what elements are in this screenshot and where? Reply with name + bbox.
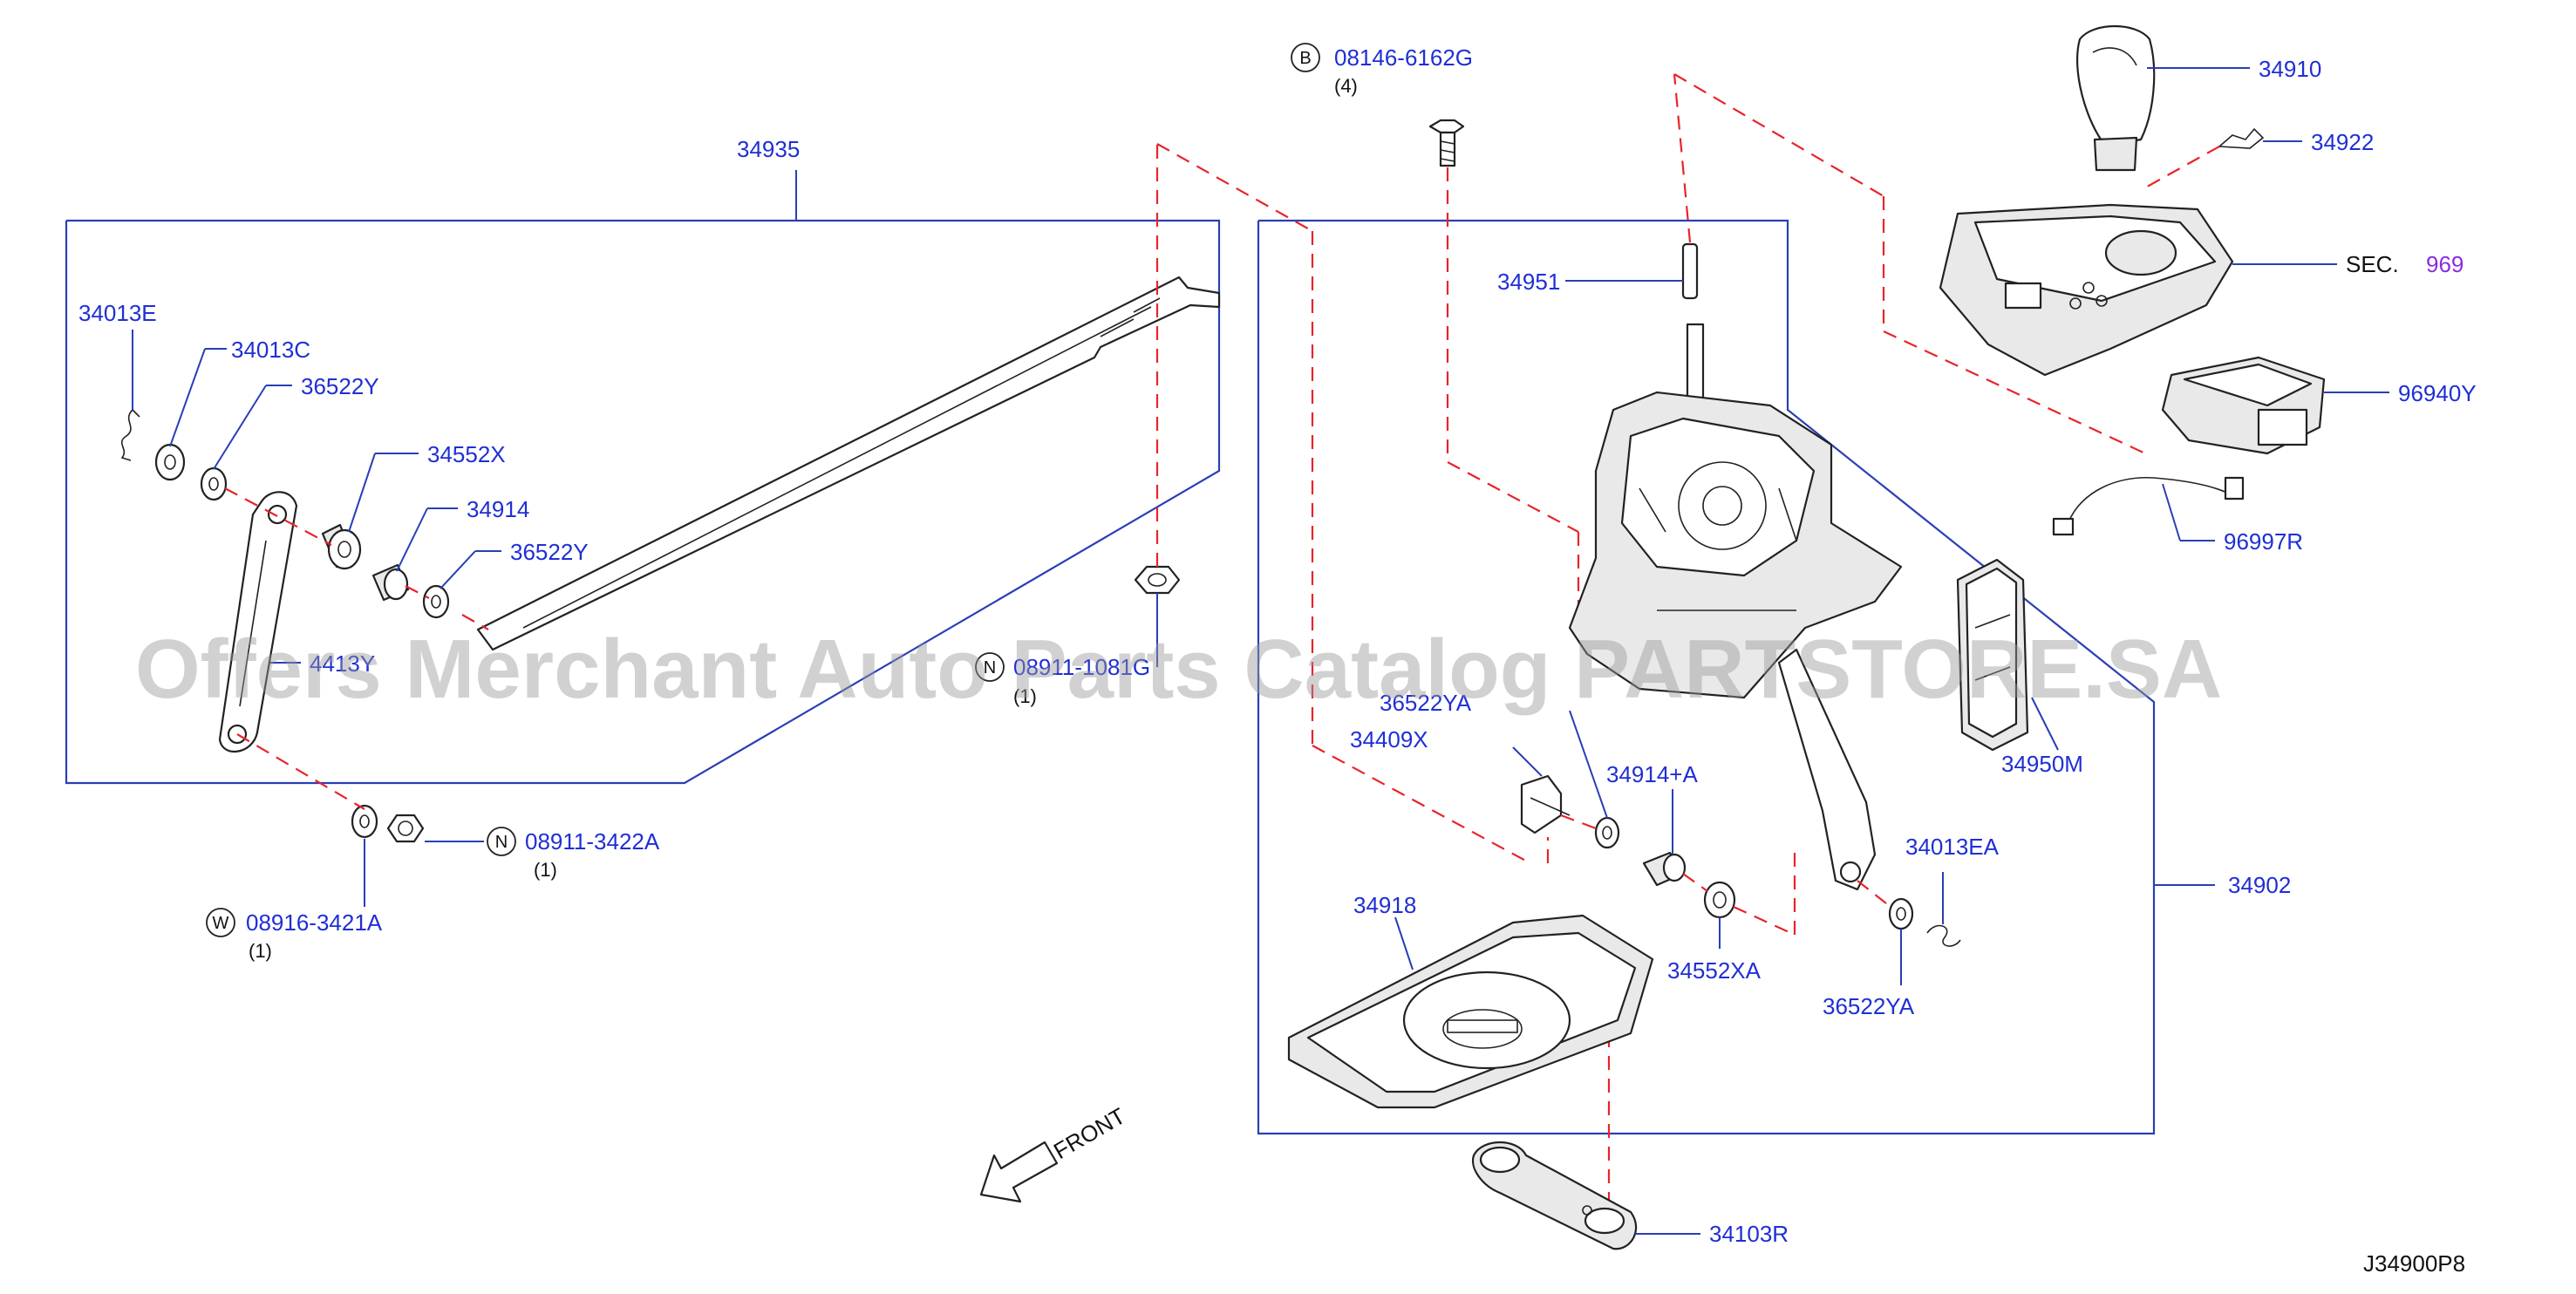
washer-36522YA-upper <box>1594 816 1620 849</box>
svg-text:08146-6162G: 08146-6162G <box>1334 44 1473 71</box>
front-label: FRONT <box>1049 1102 1130 1164</box>
washer-36522Y-2 <box>422 584 450 619</box>
clip-34922 <box>2217 127 2265 149</box>
svg-text:08916-3421A: 08916-3421A <box>246 909 383 936</box>
console-finisher-sec969 <box>1939 203 2234 377</box>
svg-text:N: N <box>984 658 996 678</box>
alignment-lines-left <box>224 487 489 810</box>
label-96940Y: 96940Y <box>2398 380 2477 406</box>
label-34413Y: 4413Y <box>310 650 375 677</box>
svg-text:N: N <box>495 833 508 852</box>
watermark: Offers Merchant Auto Parts Catalog PARTS… <box>135 623 2222 716</box>
fastener-N-08911-3422A: N 08911-3422A (1) <box>487 827 660 881</box>
leaders-left <box>132 330 501 907</box>
label-36522Y-1: 36522Y <box>301 373 379 399</box>
fastener-N-08911-1081G: N 08911-1081G (1) <box>975 652 1150 707</box>
label-34552X: 34552X <box>427 441 506 467</box>
svg-text:(1): (1) <box>534 859 557 881</box>
bushing-34552X <box>321 523 362 570</box>
label-34552XA: 34552XA <box>1667 957 1762 984</box>
collar-34914A <box>1642 851 1687 887</box>
label-sec-969[interactable]: 969 <box>2426 251 2464 277</box>
alignment-lines-right <box>1311 231 1891 1212</box>
indicator-panel-34918 <box>1287 914 1654 1109</box>
label-34013EA: 34013EA <box>1905 834 2000 860</box>
label-34922: 34922 <box>2311 129 2374 155</box>
collar-34914 <box>371 563 410 602</box>
label-34935: 34935 <box>737 136 800 162</box>
label-34918: 34918 <box>1353 892 1416 918</box>
control-rod <box>476 276 1221 651</box>
svg-text:08911-1081G: 08911-1081G <box>1013 654 1150 680</box>
clip-34013EA <box>1926 924 1961 947</box>
label-34914: 34914 <box>467 496 529 522</box>
harness-96997R <box>2052 476 2245 536</box>
group-box-34902 <box>1257 219 2215 1135</box>
label-34951: 34951 <box>1497 269 1560 295</box>
washer-08916 <box>351 804 378 839</box>
washer-36522YA <box>1888 897 1914 930</box>
diagram-code: J34900P8 <box>2363 1250 2465 1277</box>
bracket-34950M <box>1956 558 2029 752</box>
label-34409X: 34409X <box>1350 726 1428 753</box>
clip-34013E <box>120 409 140 461</box>
label-34013C: 34013C <box>231 337 310 363</box>
label-34950M: 34950M <box>2001 751 2083 777</box>
label-36522Y-2: 36522Y <box>510 539 589 565</box>
unit-96940Y <box>2161 356 2326 455</box>
shifter-assembly-34902 <box>1568 323 1903 891</box>
nut-08911-1081G <box>1134 565 1181 595</box>
svg-text:(1): (1) <box>1013 685 1037 707</box>
front-arrow-icon <box>979 1141 1059 1203</box>
selector-lever <box>218 491 298 753</box>
pin-34951 <box>1681 242 1699 300</box>
bushing-34552XA <box>1703 881 1736 919</box>
knob-34910 <box>2076 24 2156 172</box>
svg-text:08911-3422A: 08911-3422A <box>525 828 660 855</box>
bracket-34409X <box>1520 774 1571 834</box>
washer-34013C <box>154 443 186 481</box>
svg-text:(1): (1) <box>249 940 272 962</box>
washer-36522Y-1 <box>200 467 228 501</box>
svg-text:(4): (4) <box>1334 75 1358 97</box>
bolt-08146-6162G <box>1428 119 1465 167</box>
svg-text:B: B <box>1299 49 1311 68</box>
label-34902: 34902 <box>2228 872 2291 898</box>
leaders-center <box>1512 710 1944 985</box>
fastener-W-08916-3421A: W 08916-3421A (1) <box>206 908 383 962</box>
label-96997R: 96997R <box>2224 528 2303 555</box>
fastener-B-08146-6162G: B 08146-6162G (4) <box>1291 43 1473 97</box>
label-34103R: 34103R <box>1709 1221 1789 1247</box>
label-34910: 34910 <box>2259 56 2321 82</box>
nut-08911-3422A <box>386 814 425 843</box>
label-34914A: 34914+A <box>1606 761 1698 787</box>
svg-text:W: W <box>213 914 229 933</box>
label-34013E: 34013E <box>78 300 157 326</box>
label-36522YA: 36522YA <box>1823 993 1915 1019</box>
label-36522YA-upper: 36522YA <box>1380 690 1472 716</box>
label-sec: SEC. <box>2346 251 2399 277</box>
group-box-34935 <box>65 170 1221 785</box>
finisher-34103R <box>1471 1141 1638 1250</box>
